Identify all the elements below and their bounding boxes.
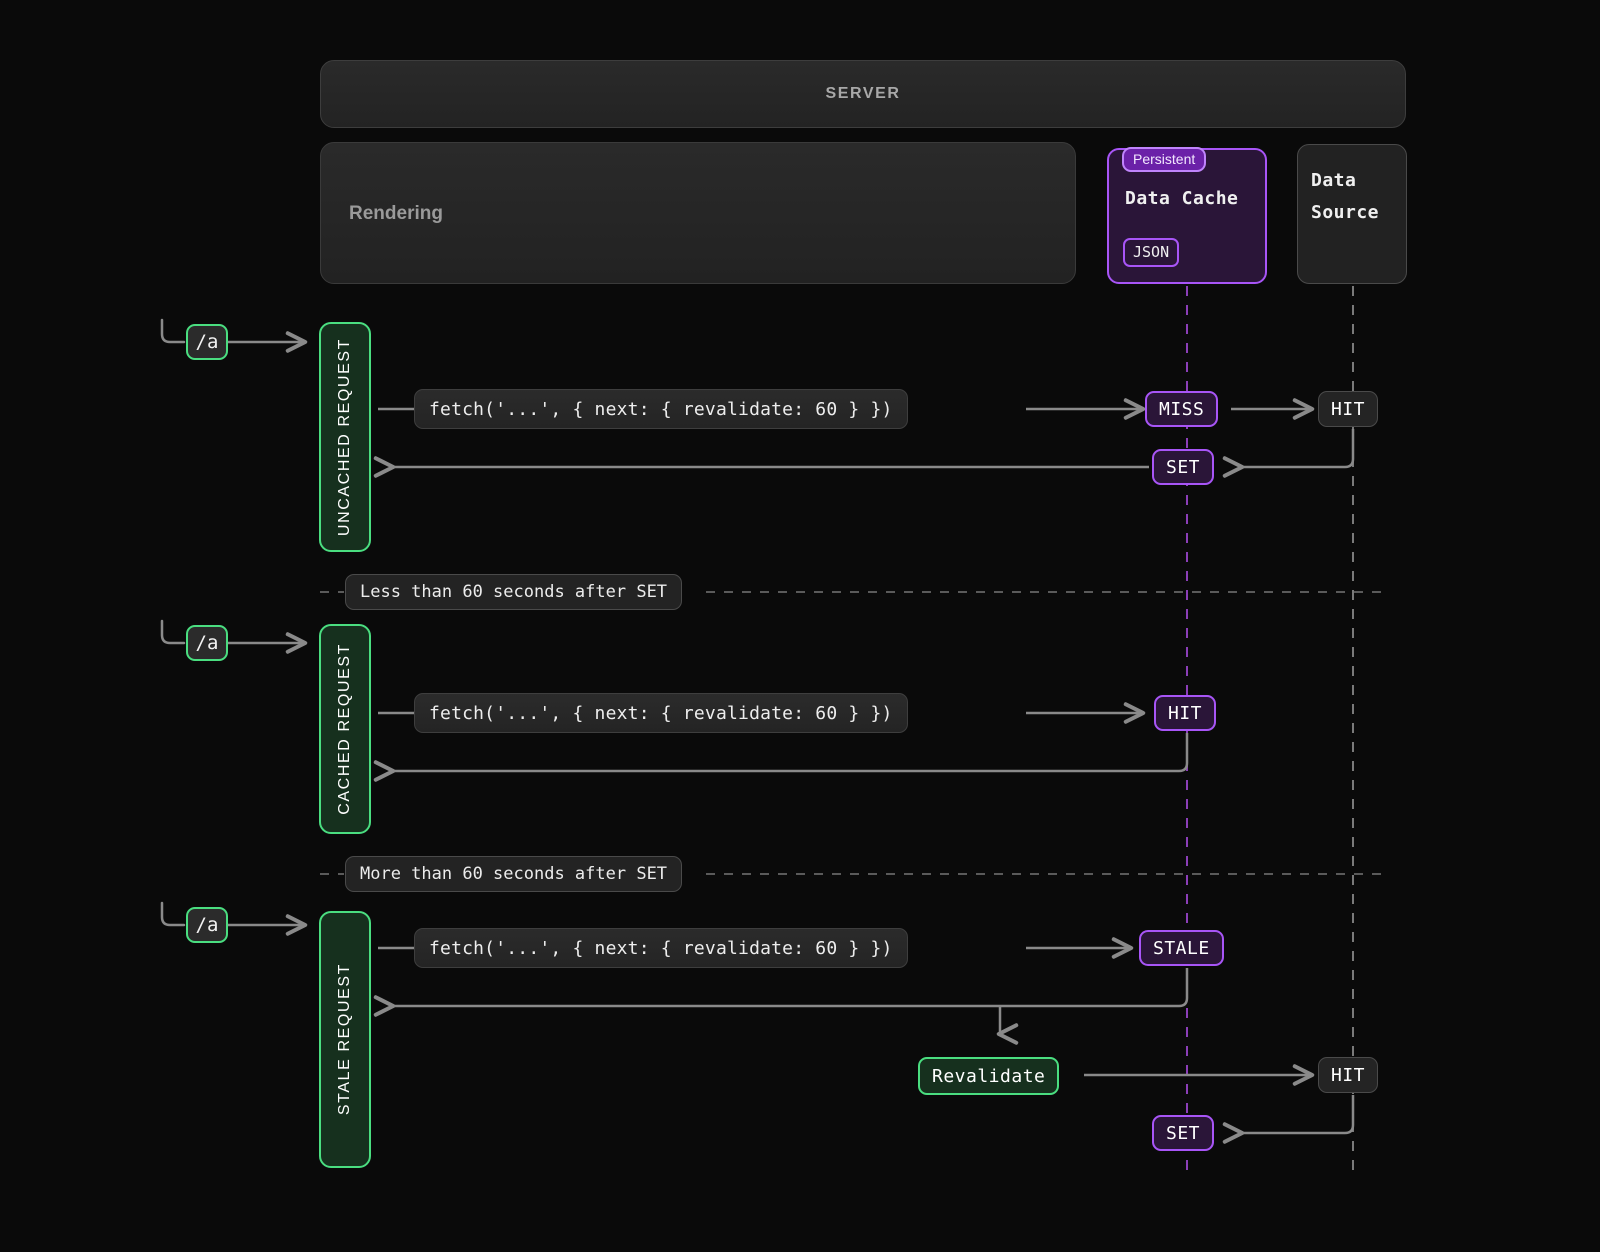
source-status-hit-label: HIT: [1331, 1064, 1366, 1086]
server-panel: SERVER: [320, 60, 1406, 128]
route-badge-cached[interactable]: /a: [186, 625, 228, 661]
cache-status-set-stale: SET: [1152, 1115, 1215, 1151]
fetch-code-uncached: fetch('...', { next: { revalidate: 60 } …: [414, 389, 908, 429]
fetch-code-cached: fetch('...', { next: { revalidate: 60 } …: [414, 693, 908, 733]
source-status-hit-label: HIT: [1331, 398, 1366, 420]
fetch-code-stale: fetch('...', { next: { revalidate: 60 } …: [414, 928, 908, 968]
route-badge-label: /a: [195, 632, 219, 654]
rendering-label: Rendering: [349, 203, 443, 224]
revalidate-badge: Revalidate: [918, 1057, 1060, 1095]
data-cache-format-badge: JSON: [1123, 238, 1180, 267]
source-status-hit-uncached: HIT: [1318, 391, 1379, 427]
lane-label-stale: STALE REQUEST: [336, 963, 353, 1116]
fetch-code-text: fetch('...', { next: { revalidate: 60 } …: [429, 937, 893, 959]
rendering-panel: Rendering: [320, 142, 1076, 284]
lane-cached-request: CACHED REQUEST: [319, 624, 371, 834]
cache-status-set-label: SET: [1166, 456, 1201, 478]
persistent-tag: Persistent: [1122, 147, 1207, 172]
revalidate-label: Revalidate: [932, 1065, 1046, 1087]
cache-status-miss-label: MISS: [1159, 398, 1205, 420]
route-badge-label: /a: [195, 331, 219, 353]
lane-stale-request: STALE REQUEST: [319, 911, 371, 1168]
route-badge-label: /a: [195, 914, 219, 936]
data-cache-title: Data Cache: [1125, 188, 1239, 209]
lane-label-cached: CACHED REQUEST: [336, 643, 353, 815]
cache-status-hit-label: HIT: [1168, 702, 1203, 724]
lane-label-uncached: UNCACHED REQUEST: [336, 337, 353, 537]
divider-more-than-60-label: More than 60 seconds after SET: [360, 864, 668, 884]
fetch-code-text: fetch('...', { next: { revalidate: 60 } …: [429, 398, 893, 420]
cache-status-set-label: SET: [1166, 1122, 1201, 1144]
cache-status-miss: MISS: [1145, 391, 1219, 427]
divider-more-than-60: More than 60 seconds after SET: [345, 856, 683, 892]
lane-uncached-request: UNCACHED REQUEST: [319, 322, 371, 552]
divider-less-than-60: Less than 60 seconds after SET: [345, 574, 683, 610]
server-title: SERVER: [825, 85, 901, 102]
fetch-code-text: fetch('...', { next: { revalidate: 60 } …: [429, 702, 893, 724]
cache-status-hit-cached: HIT: [1154, 695, 1217, 731]
divider-less-than-60-label: Less than 60 seconds after SET: [360, 582, 668, 602]
cache-status-set-uncached: SET: [1152, 449, 1215, 485]
source-status-hit-stale: HIT: [1318, 1057, 1379, 1093]
route-badge-stale[interactable]: /a: [186, 907, 228, 943]
route-badge-uncached[interactable]: /a: [186, 324, 228, 360]
cache-status-stale: STALE: [1139, 930, 1224, 966]
cache-status-stale-label: STALE: [1153, 937, 1210, 959]
